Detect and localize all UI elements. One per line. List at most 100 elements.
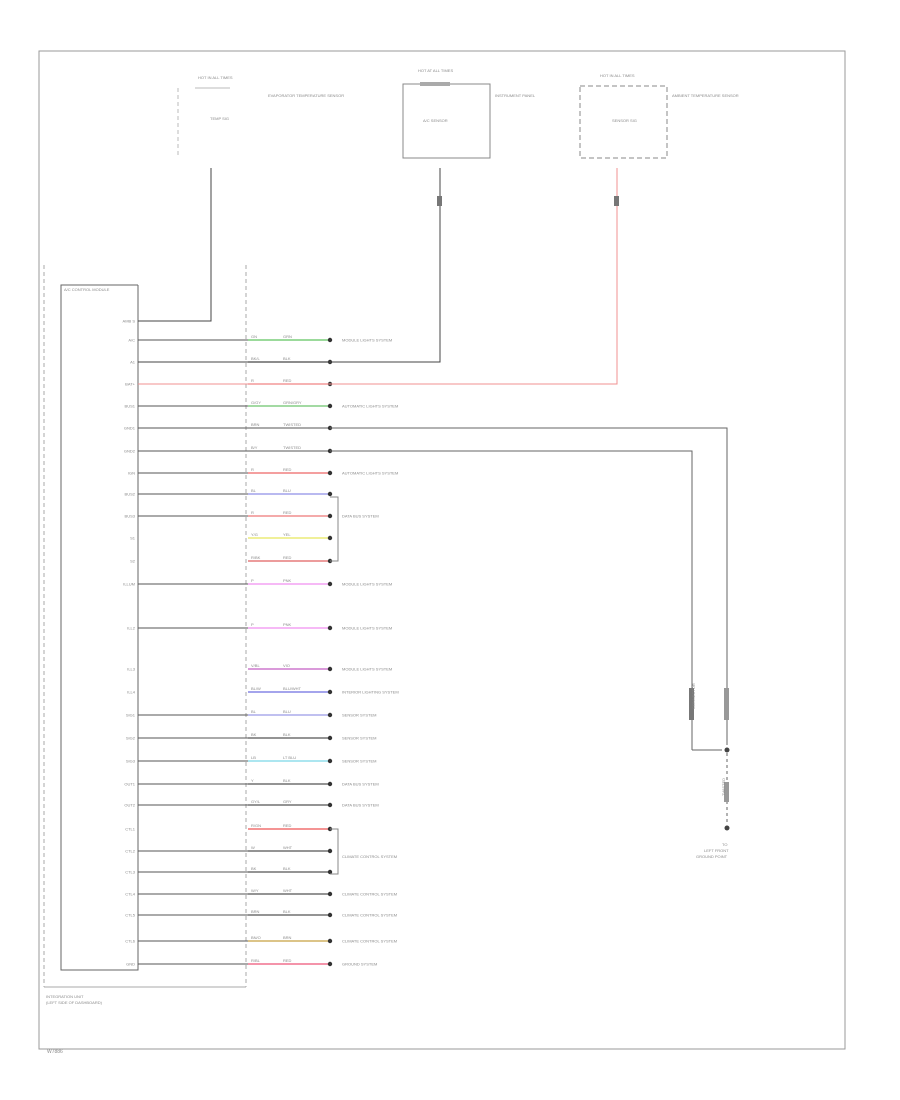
sensor-center: HOT AT ALL TIMES A/C SENSOR INSTRUMENT P… [402, 68, 536, 159]
wire-terminal [327, 403, 333, 409]
wire-color-name: BLU [283, 488, 291, 493]
wire-destination: MODULE LIGHTS SYSTEM [342, 667, 392, 672]
wire-code: BK [251, 866, 257, 871]
wire-color-name: BLK [283, 732, 291, 737]
wire-destination: DATA BUS SYSTEM [342, 803, 379, 808]
climate-group-label: CLIMATE CONTROL SYSTEM [342, 854, 397, 859]
pin-label: SIG3 [126, 759, 136, 764]
wire-color-name: WHT [283, 845, 293, 850]
wire-color-name: PNK [283, 578, 292, 583]
wire-color-name: TWISTED [283, 422, 301, 427]
wire-code: R/BL [251, 958, 261, 963]
wire-code: BRN [251, 909, 260, 914]
wire-19: Y BLK DATA BUS SYSTEM [248, 778, 379, 787]
wire-code: BK [251, 732, 257, 737]
wire-destination: INTERIOR LIGHTING SYSTEM [342, 690, 399, 695]
wire-destination: MODULE LIGHTS SYSTEM [342, 626, 392, 631]
wire-code: R/GN [251, 823, 261, 828]
wire-color-name: TWISTED [283, 445, 301, 450]
wire-destination: AUTOMATIC LIGHTS SYSTEM [342, 404, 398, 409]
pin-label: SIG2 [126, 736, 136, 741]
wire-color-name: BLK [283, 356, 291, 361]
pin-label: GND [126, 962, 135, 967]
pin-label: S2 [130, 559, 136, 564]
wire-terminal [327, 891, 333, 897]
instrument-sensor-wire [138, 168, 441, 363]
sensor-center-name: INSTRUMENT PANEL [495, 93, 536, 98]
wire-terminal [327, 912, 333, 918]
wire-color-name: BRN [283, 935, 292, 940]
wire-color-name: RED [283, 467, 292, 472]
wire-code: BL [251, 488, 257, 493]
wire-21: R/GN RED [248, 823, 333, 832]
wire-code: Y [251, 778, 254, 783]
pin-label: ILL3 [127, 667, 136, 672]
wire-8: BL BLU [248, 488, 333, 497]
pin-label: S1 [130, 536, 136, 541]
wire-destination: SENSOR SYSTEM [342, 759, 376, 764]
wire-terminal [327, 625, 333, 631]
pin-label: SIG1 [126, 713, 136, 718]
wire-code: G/GY [251, 400, 261, 405]
wire-code: GY/L [251, 799, 261, 804]
wire-color-name: WHT [283, 888, 293, 893]
sensor-left-note: HOT IN ALL TIMES [198, 75, 233, 80]
wire-destination: DATA BUS SYSTEM [342, 782, 379, 787]
wire-code: Y/G [251, 532, 258, 537]
wire-color-name: RED [283, 958, 292, 963]
wire-color-name: GRY [283, 799, 292, 804]
sensor-right-note: HOT IN ALL TIMES [600, 73, 635, 78]
pin-label: CTL6 [125, 939, 136, 944]
wire-code: W/Y [251, 888, 259, 893]
wire-code: V/BL [251, 663, 260, 668]
wire-terminal [327, 712, 333, 718]
pin-labels: AMB SA/CA1BAT+BUS1GND1GND2IGNBUS2BUS3S1S… [123, 319, 248, 967]
pin-label: ILL2 [127, 626, 136, 631]
wire-color-name: BLK [283, 778, 291, 783]
wire-color-name: GRN/GRY [283, 400, 302, 405]
pin-label: CTL3 [125, 870, 136, 875]
wire-code: R [251, 510, 254, 515]
wire-color-name: BLK [283, 866, 291, 871]
wire-terminal [327, 581, 333, 587]
pin-label: BUS2 [125, 492, 136, 497]
wire-color-name: GRN [283, 334, 292, 339]
ground-label-3: GROUND POINT [696, 854, 728, 859]
wire-color-name: VIO [283, 663, 290, 668]
wire-terminal [327, 666, 333, 672]
wire-code: BRN [251, 422, 260, 427]
pin-label: BUS1 [125, 404, 136, 409]
wire-code: GN [251, 334, 257, 339]
footer-code: W7886 [47, 1049, 63, 1055]
pin-label: ILL4 [127, 690, 136, 695]
bus-group-bracket [330, 496, 339, 562]
pin-label: CTL2 [125, 849, 136, 854]
pin-label: A/C [128, 338, 135, 343]
wire-4: G/GY GRN/GRY AUTOMATIC LIGHTS SYSTEM [248, 400, 398, 409]
ground-conn-a: CONNECTOR [691, 683, 696, 709]
wire-5: BRN TWISTED [248, 422, 333, 431]
wire-terminal [327, 513, 333, 519]
wire-color-name: RED [283, 823, 292, 828]
wire-2: BK/L BLK [248, 356, 333, 365]
wire-terminal [327, 848, 333, 854]
pin-label: CTL5 [125, 913, 136, 918]
wire-terminal [327, 491, 333, 497]
wire-code: R [251, 378, 254, 383]
wire-23: BK BLK [248, 866, 333, 875]
wire-destination: CLIMATE CONTROL SYSTEM [342, 913, 397, 918]
wire-terminal [327, 938, 333, 944]
wire-14: V/BL VIO MODULE LIGHTS SYSTEM [248, 663, 392, 672]
sensor-right-name: AMBIENT TEMPERATURE SENSOR [672, 93, 739, 98]
wire-code: BK/L [251, 356, 260, 361]
pin-label: BUS3 [125, 514, 136, 519]
